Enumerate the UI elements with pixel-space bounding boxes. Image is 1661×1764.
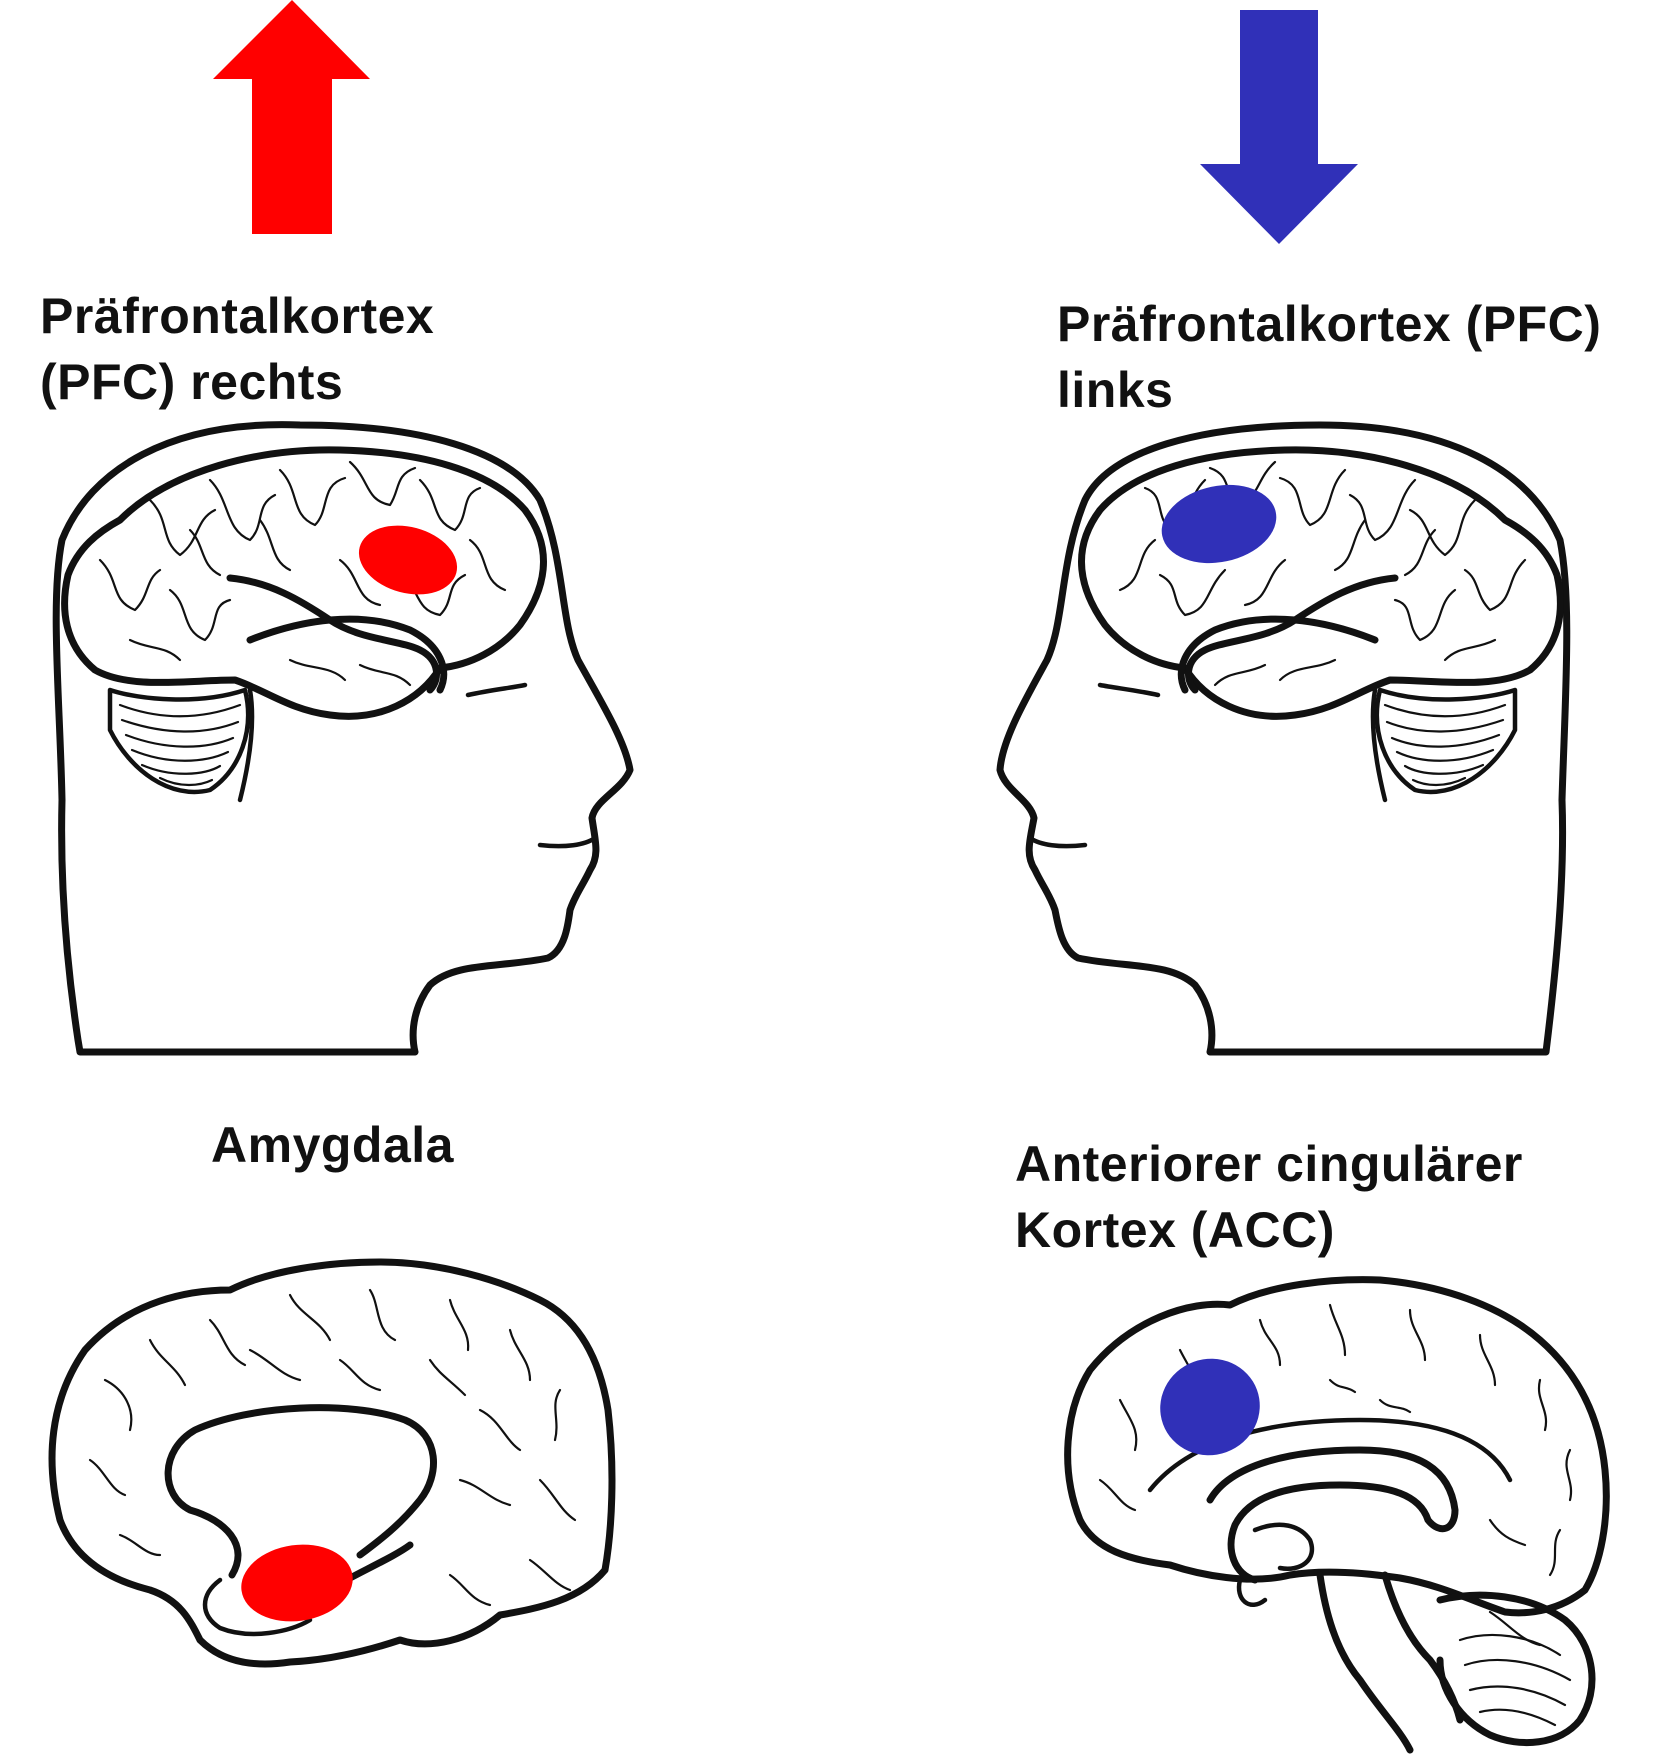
label-amygdala: Amygdala xyxy=(211,1112,454,1178)
cerebellum-folia-right xyxy=(1458,1610,1572,1727)
mouth-line-left xyxy=(537,835,598,849)
label-pfc-left-line1: Präfrontalkortex (PFC) xyxy=(1057,296,1602,352)
gyri-right xyxy=(1118,460,1527,687)
corpus-callosum-left xyxy=(164,1404,437,1579)
label-pfc-right-line1: Präfrontalkortex xyxy=(40,288,435,344)
cerebellum-right-lower xyxy=(1436,1591,1596,1747)
label-pfc-left: Präfrontalkortex (PFC) links xyxy=(1057,291,1601,423)
sagittal-brain-acc xyxy=(1064,1276,1610,1754)
acc-highlight xyxy=(1160,1358,1260,1456)
hippocampus-line-left xyxy=(202,1577,313,1637)
cerebellum-left xyxy=(107,687,251,795)
corpus-callosum-right xyxy=(1206,1446,1459,1584)
label-acc: Anteriorer cingulärer Kortex (ACC) xyxy=(1015,1131,1523,1263)
head-left-facing xyxy=(996,421,1571,1056)
head-outline-left xyxy=(52,421,634,1056)
medial-sulci-left xyxy=(88,1288,577,1607)
temporal-lobe-right xyxy=(1177,615,1379,694)
amygdala-highlight xyxy=(241,1544,353,1622)
label-amygdala-text: Amygdala xyxy=(211,1117,454,1173)
cerebellum-right xyxy=(1374,687,1518,795)
thalamus-right xyxy=(1252,1522,1315,1572)
sagittal-brain-outline-right xyxy=(1064,1276,1610,1617)
medial-brain-amygdala xyxy=(48,1258,616,1668)
temporal-lobe-left xyxy=(246,615,448,694)
sagittal-sulci-right xyxy=(1098,1303,1573,1577)
head-outline-right xyxy=(996,421,1571,1056)
label-acc-line1: Anteriorer cingulärer xyxy=(1015,1136,1523,1192)
lateral-fissure-left xyxy=(226,574,441,694)
medial-brain-outline-left xyxy=(48,1258,616,1668)
label-pfc-left-line2: links xyxy=(1057,362,1174,418)
brainstem-right xyxy=(1370,687,1388,803)
arrow-up-icon xyxy=(213,0,370,234)
arrow-down-icon xyxy=(1200,10,1358,244)
ear-mark-right xyxy=(1097,682,1161,698)
label-pfc-right: Präfrontalkortex (PFC) rechts xyxy=(40,283,434,415)
ear-mark-left xyxy=(465,682,528,698)
pfc-left-highlight xyxy=(1161,484,1277,564)
pituitary-right xyxy=(1236,1577,1268,1607)
label-acc-line2: Kortex (ACC) xyxy=(1015,1202,1335,1258)
cingulate-gyrus-right xyxy=(1147,1417,1513,1493)
mouth-line-right xyxy=(1027,835,1088,849)
brain-outline-right xyxy=(1078,446,1564,720)
label-pfc-right-line2: (PFC) rechts xyxy=(40,354,344,410)
head-right-facing xyxy=(52,421,634,1056)
pfc-right-highlight xyxy=(358,525,458,595)
lateral-fissure-right xyxy=(1184,574,1399,694)
brainstem-left xyxy=(237,687,255,803)
brain-outline-left xyxy=(61,446,547,720)
